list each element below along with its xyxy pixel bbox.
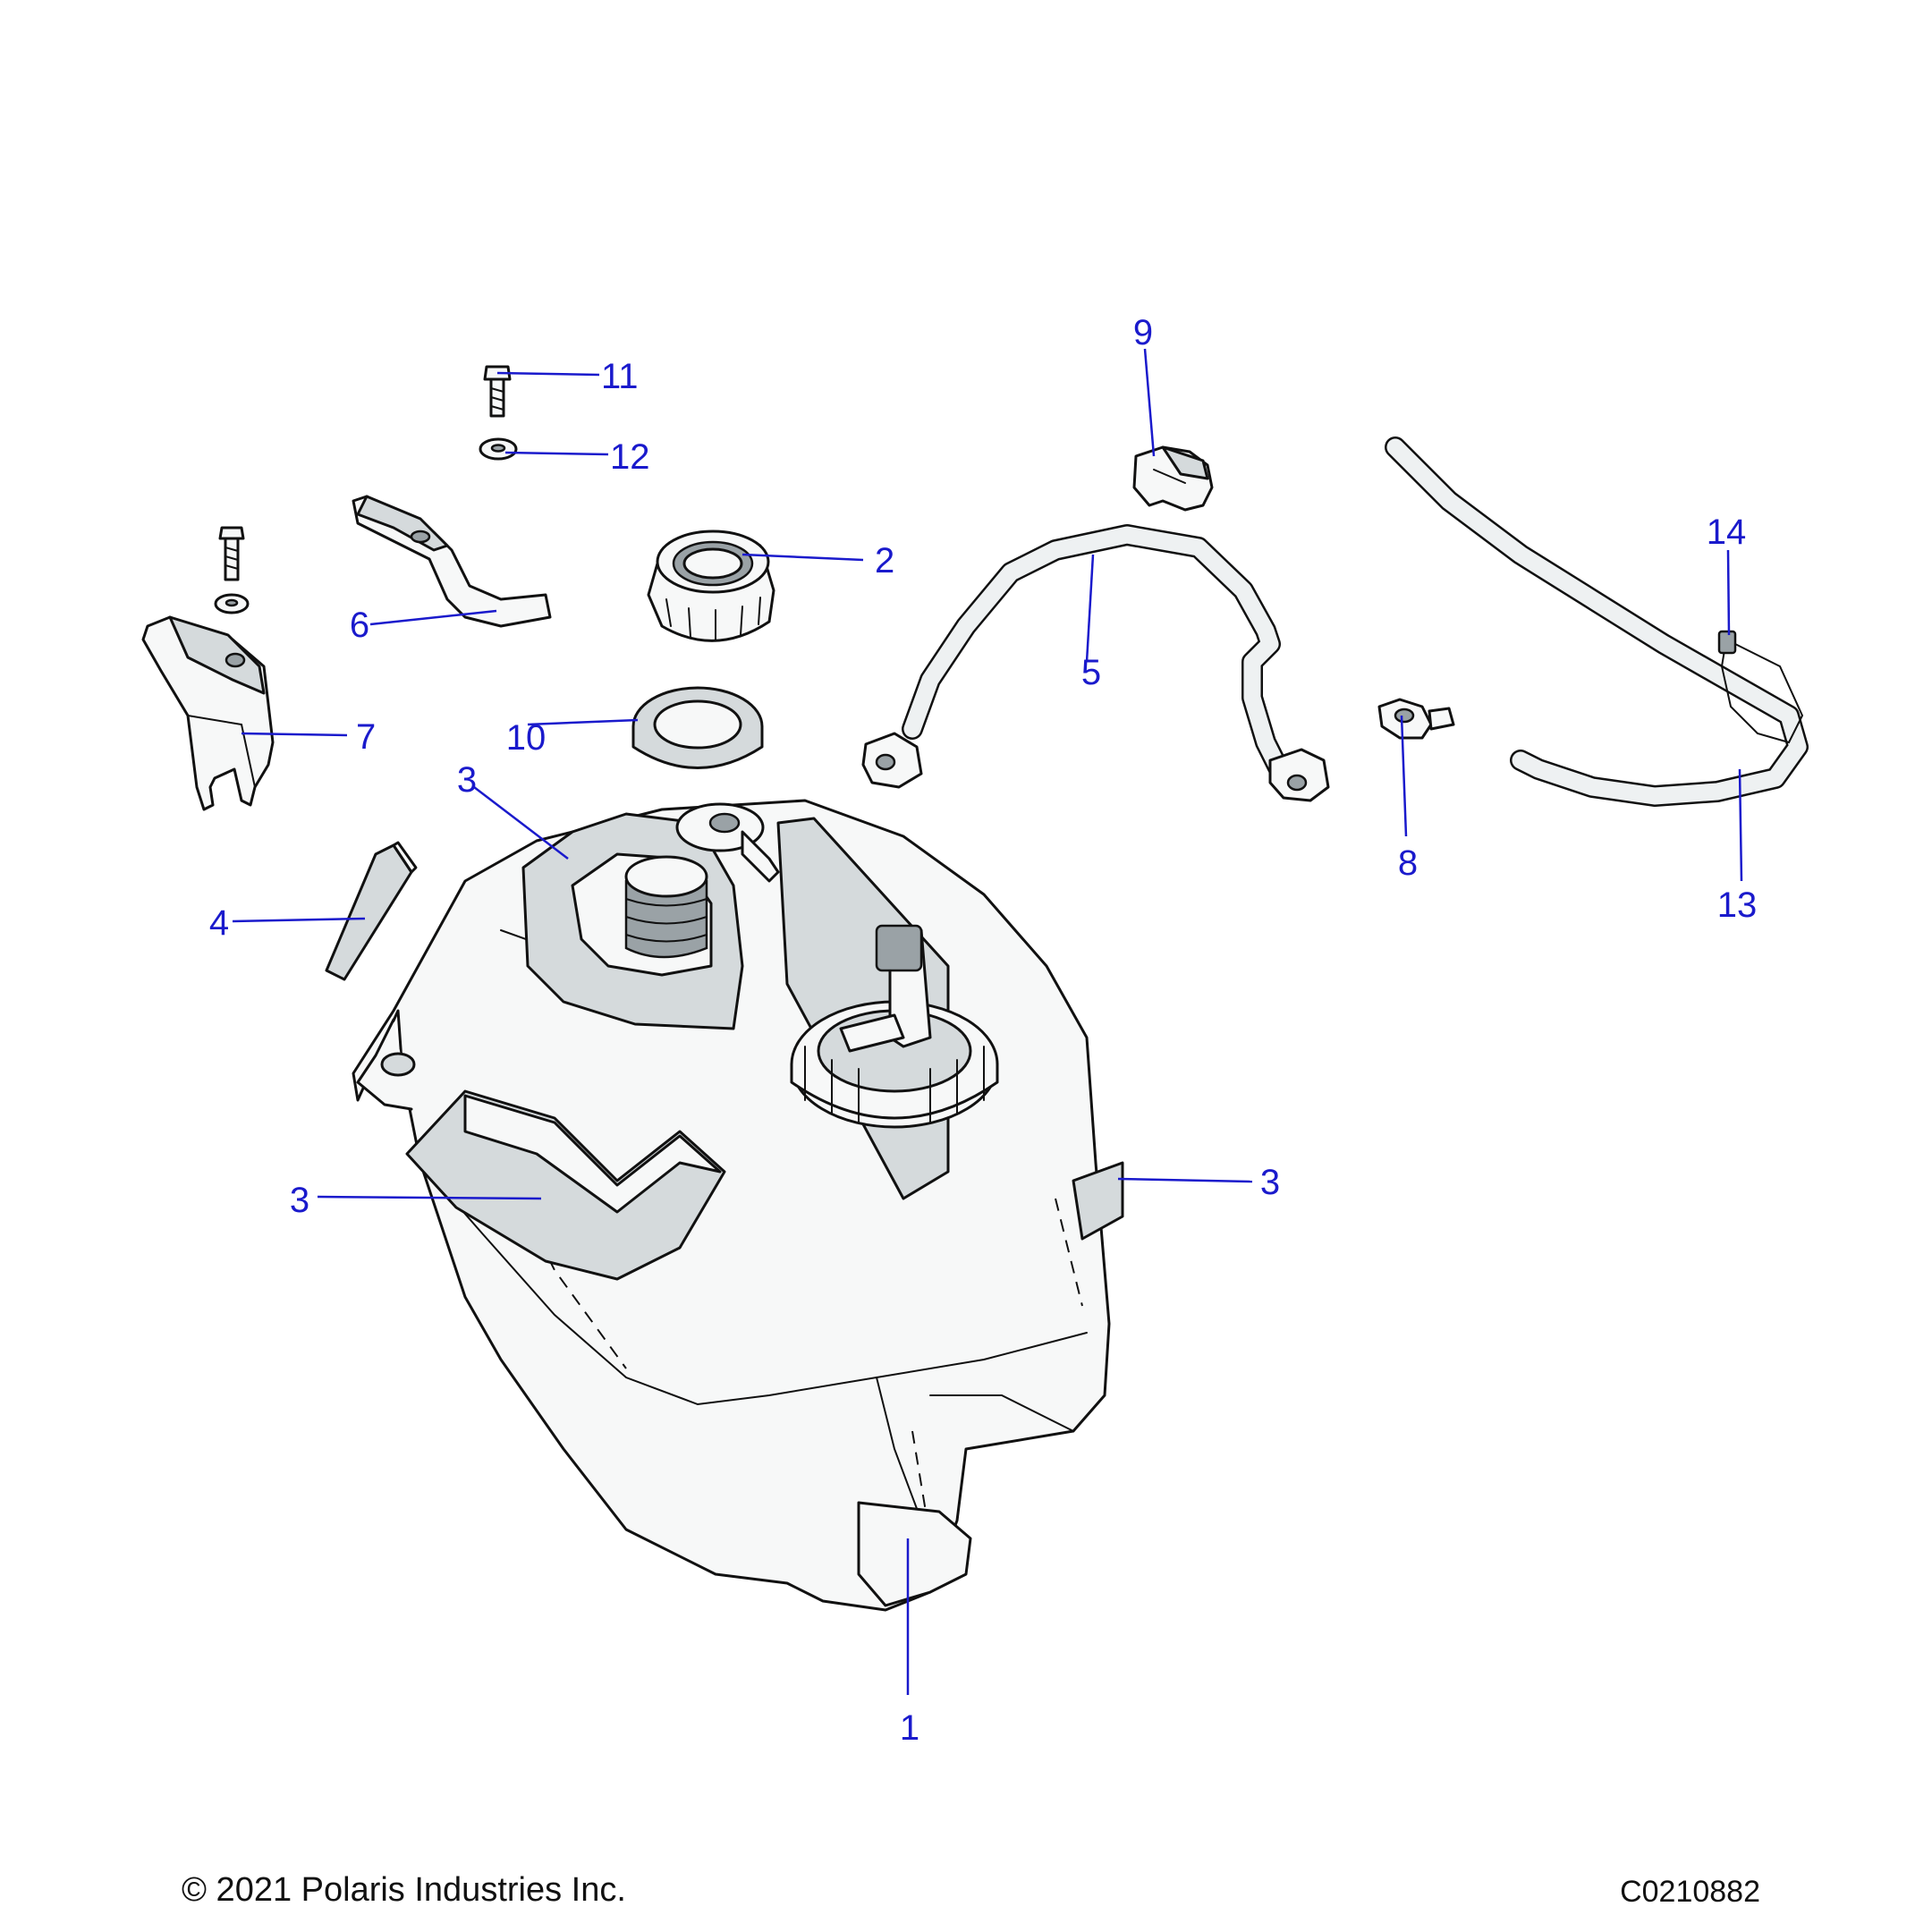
- callout-10: 10: [506, 718, 547, 758]
- leader-14: [1726, 549, 1731, 636]
- leader-lines: [232, 348, 1743, 1695]
- leader-8: [1400, 715, 1408, 837]
- cable-tie: [1717, 630, 1804, 744]
- leader-12: [504, 451, 609, 456]
- leader-3c: [1117, 1177, 1253, 1183]
- tank-vent-fitting: [675, 802, 780, 883]
- callout-3-right: 3: [1260, 1163, 1280, 1202]
- callout-12: 12: [610, 437, 650, 477]
- leader-3b: [317, 1195, 542, 1200]
- callout-labels: 1 2 3 3 3 4 5 6 7 8 9 10 11 12 13 14: [209, 313, 1757, 1748]
- callout-8: 8: [1398, 843, 1418, 883]
- callout-3-top: 3: [457, 760, 477, 800]
- leader-3a: [473, 786, 569, 860]
- mounting-bracket-left: [141, 615, 275, 811]
- callout-2: 2: [875, 541, 894, 580]
- leader-9: [1143, 348, 1156, 457]
- bolt-left: [218, 526, 245, 581]
- vent-tube: [861, 524, 1330, 802]
- washer-12: [479, 437, 518, 461]
- foam-pad-left: [405, 1089, 726, 1281]
- vent-hose: [1385, 436, 1809, 807]
- filler-neck: [624, 855, 708, 959]
- leader-6: [369, 609, 497, 626]
- leader-13: [1738, 768, 1743, 882]
- washer-left: [214, 593, 250, 614]
- callout-9: 9: [1133, 313, 1153, 352]
- leader-11: [496, 371, 600, 377]
- leader-5: [1085, 554, 1095, 663]
- fuel-cap: [647, 530, 775, 642]
- drawing-number: C0210882: [1620, 1875, 1760, 1909]
- leader-4: [232, 917, 366, 923]
- seal-ring: [631, 686, 764, 769]
- callout-1: 1: [900, 1708, 919, 1748]
- callout-14: 14: [1707, 513, 1747, 552]
- callout-5: 5: [1081, 653, 1101, 692]
- callout-4: 4: [209, 903, 229, 943]
- copyright-notice: © 2021 Polaris Industries Inc.: [182, 1871, 626, 1909]
- leader-7: [241, 732, 348, 737]
- callout-6: 6: [350, 606, 369, 645]
- callout-13: 13: [1717, 886, 1758, 925]
- callout-11: 11: [601, 357, 639, 396]
- hose-clip: [1132, 445, 1214, 512]
- leader-10: [527, 718, 639, 726]
- fuel-pump-assembly: [790, 924, 999, 1129]
- callout-3-left: 3: [290, 1181, 309, 1220]
- leader-2: [741, 553, 864, 562]
- vent-fitting: [1377, 698, 1455, 740]
- foam-block: [325, 841, 418, 981]
- mounting-bracket-upper: [352, 495, 552, 628]
- callout-7: 7: [356, 717, 376, 757]
